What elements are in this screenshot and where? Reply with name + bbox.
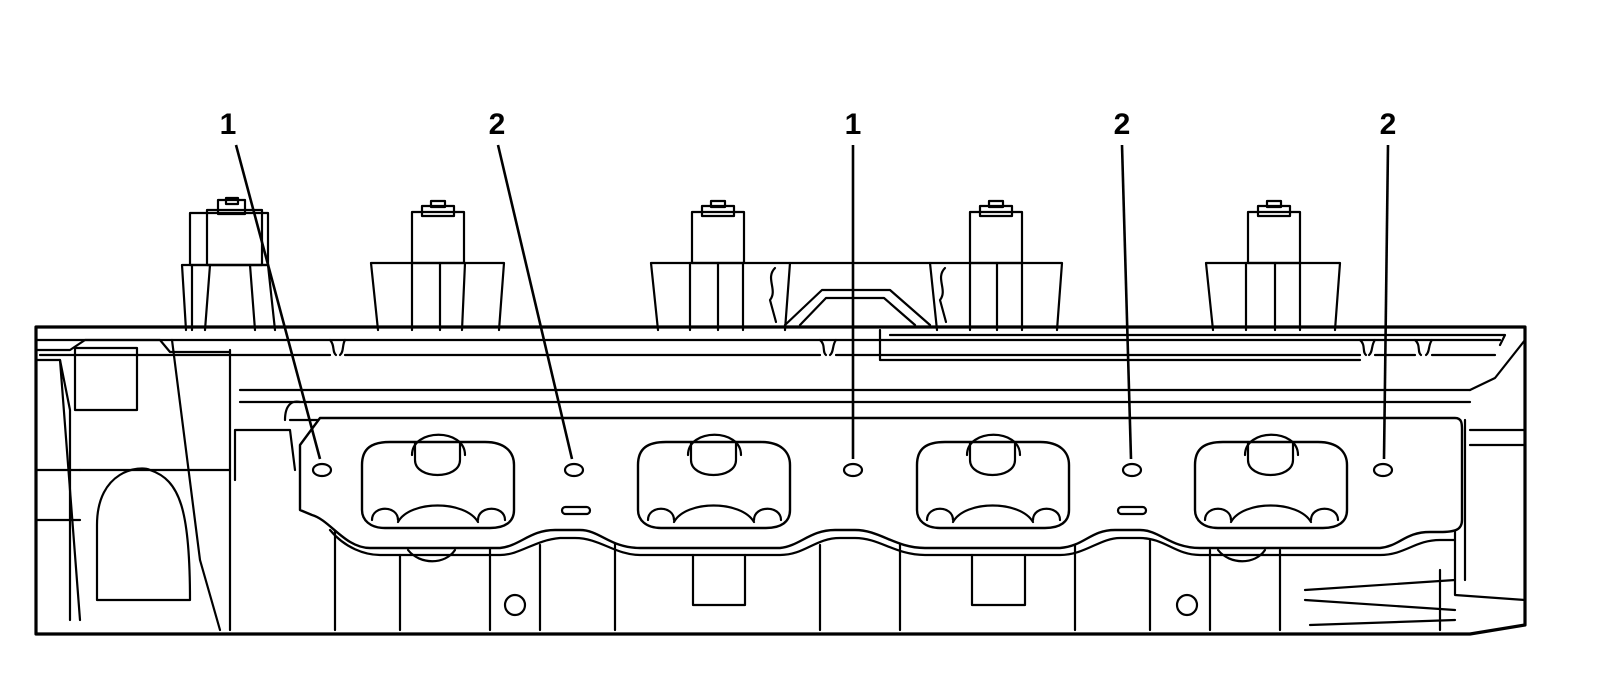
exhaust-port-4 [1193, 433, 1349, 530]
exhaust-port-2 [636, 433, 792, 530]
slot-2 [1116, 505, 1148, 516]
exhaust-port-3 [915, 433, 1071, 530]
callout-label: 1 [220, 108, 237, 141]
callout-label: 2 [489, 108, 506, 141]
leader-line-1 [234, 144, 322, 460]
stud-holes [311, 462, 1394, 516]
stud-hole-5 [1372, 462, 1394, 478]
stud-hole-3 [842, 462, 864, 478]
bearing-cap-4 [928, 199, 1064, 332]
stud-hole-1 [311, 462, 333, 478]
bearing-cap-towers [180, 196, 1342, 332]
exhaust-ports [360, 433, 1349, 530]
callout-label: 1 [845, 108, 862, 141]
callout-labels: 1 2 1 2 2 [220, 108, 1397, 141]
leader-line-5 [1382, 144, 1390, 460]
bearing-cap-1 [180, 196, 277, 332]
stud-hole-4 [1121, 462, 1143, 478]
cylinder-head-casting [34, 325, 1527, 636]
bearing-cap-2 [369, 199, 506, 332]
exhaust-flange [298, 416, 1464, 557]
exhaust-port-1 [360, 433, 516, 530]
slot-1 [560, 505, 592, 516]
leader-line-4 [1120, 144, 1133, 460]
callout-label: 2 [1114, 108, 1131, 141]
callout-label: 2 [1380, 108, 1397, 141]
stud-hole-2 [563, 462, 585, 478]
bearing-cap-5 [1204, 199, 1342, 332]
leader-lines [234, 144, 1390, 460]
leader-line-2 [496, 144, 574, 460]
bearing-cap-3 [649, 199, 792, 332]
